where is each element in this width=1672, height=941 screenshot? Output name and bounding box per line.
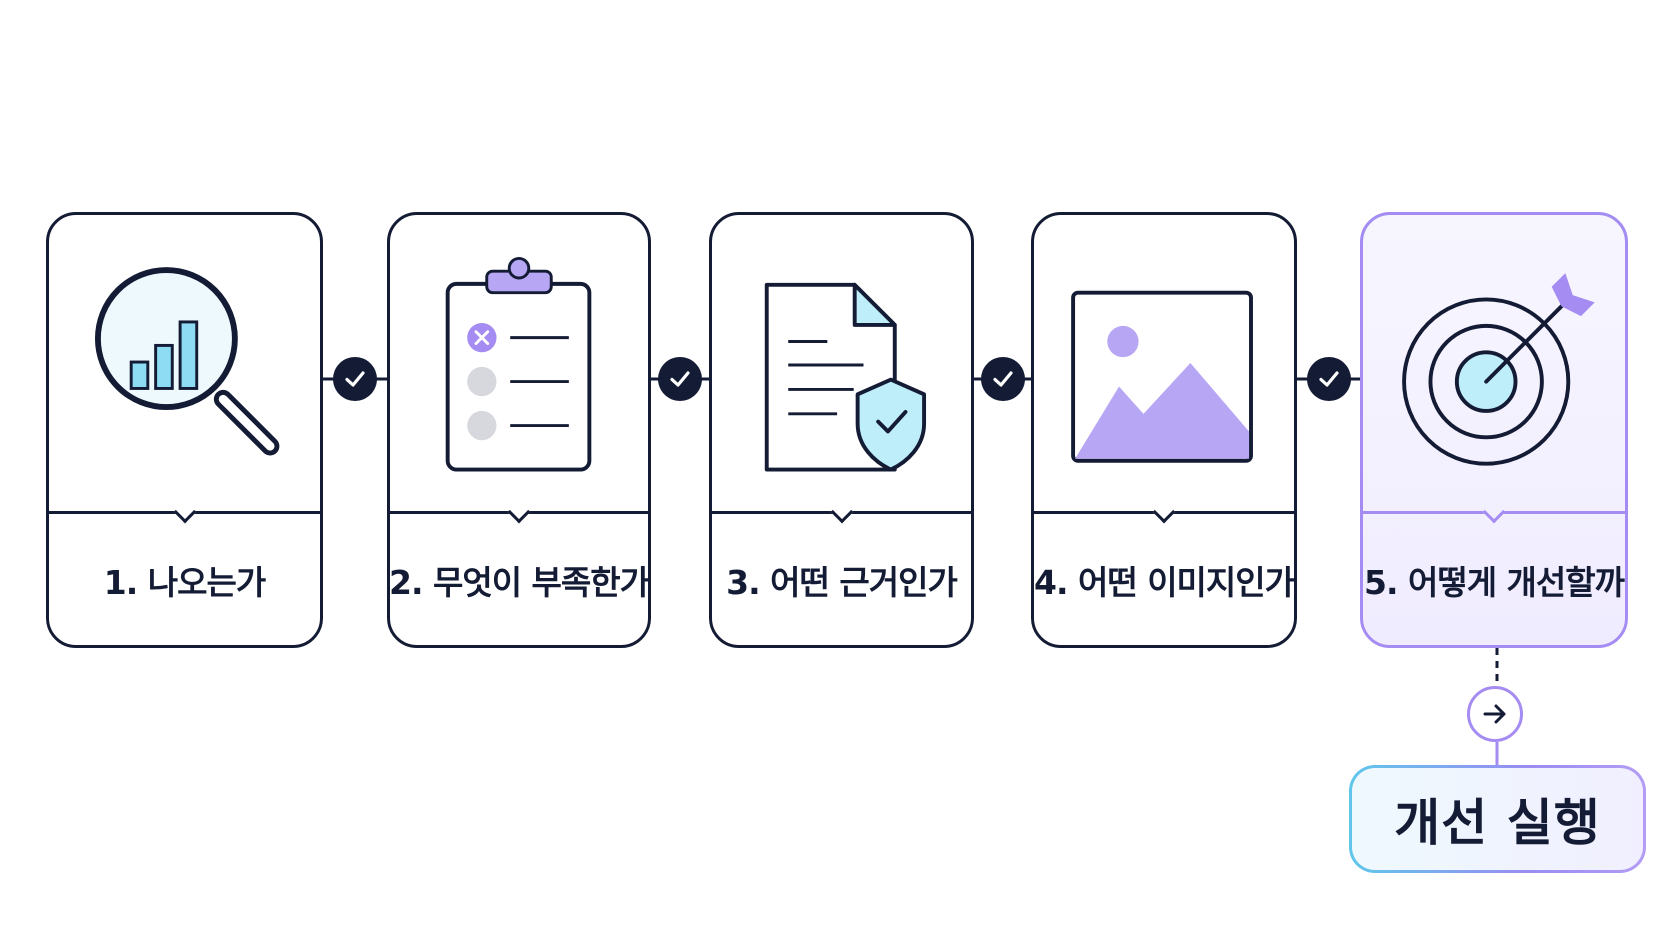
- step-label: 2. 무엇이 부족한가: [389, 562, 649, 602]
- next-arrow-badge: [1467, 686, 1523, 742]
- document-shield-icon: [764, 282, 927, 472]
- arrow-right-icon: [1483, 704, 1506, 724]
- result-action-box: 개선 실행: [1349, 765, 1646, 873]
- check-icon: [670, 371, 690, 387]
- step-label: 1. 나오는가: [103, 562, 266, 602]
- check-badge-3: [981, 357, 1025, 401]
- image-placeholder-icon: [1071, 290, 1253, 463]
- step-card-2: 2. 무엇이 부족한가: [387, 212, 651, 648]
- check-badge-1: [333, 357, 377, 401]
- target-arrow-icon: [1402, 273, 1595, 466]
- check-badge-2: [658, 357, 702, 401]
- clipboard-checklist-icon: [445, 256, 592, 472]
- result-action-label: 개선 실행: [1352, 768, 1643, 870]
- step-label: 5. 어떻게 개선할까: [1364, 562, 1625, 602]
- step-card-5: 5. 어떻게 개선할까: [1360, 212, 1628, 648]
- check-icon: [345, 371, 365, 387]
- check-icon: [1319, 371, 1339, 387]
- check-icon: [993, 371, 1013, 387]
- magnifier-chart-icon: [94, 267, 280, 456]
- step-label: 3. 어떤 근거인가: [726, 562, 958, 602]
- step-label: 4. 어떤 이미지인가: [1034, 562, 1294, 602]
- check-badge-4: [1307, 357, 1351, 401]
- step-card-1: 1. 나오는가: [46, 212, 323, 648]
- step-card-4: 4. 어떤 이미지인가: [1031, 212, 1297, 648]
- step-card-3: 3. 어떤 근거인가: [709, 212, 974, 648]
